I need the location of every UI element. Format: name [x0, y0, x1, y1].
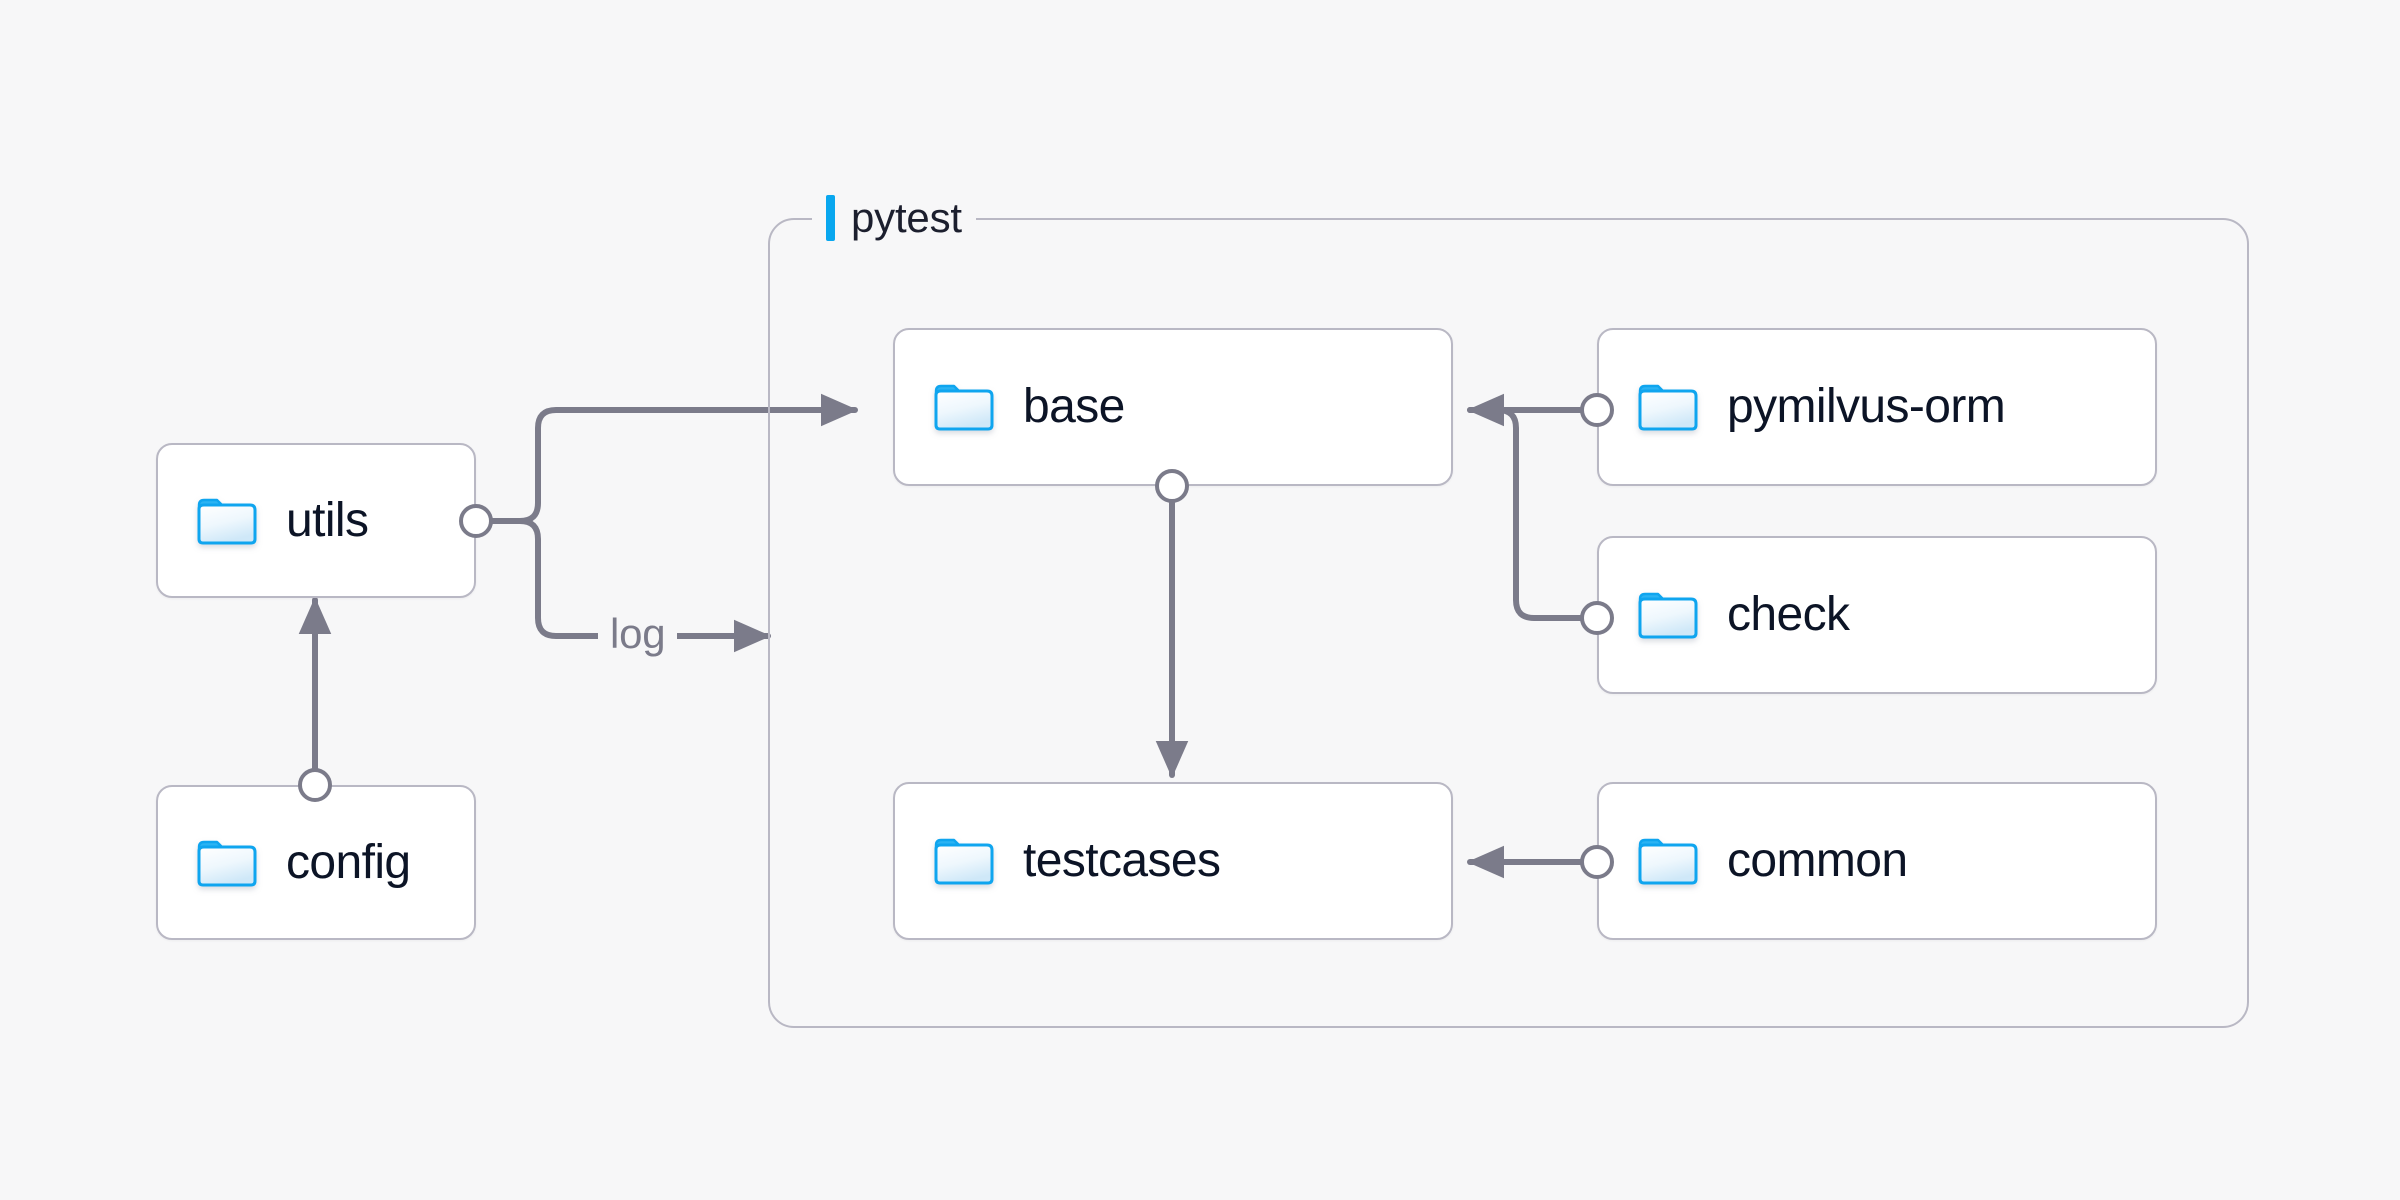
node-label: check [1727, 588, 1850, 641]
group-pytest[interactable] [768, 218, 2249, 1028]
port-utils-right[interactable] [459, 504, 493, 538]
port-config-top[interactable] [298, 768, 332, 802]
folder-icon [197, 840, 257, 886]
group-pytest-label: pytest [812, 190, 976, 246]
node-check[interactable]: check [1597, 536, 2157, 694]
node-pymilvus-orm[interactable]: pymilvus-orm [1597, 328, 2157, 486]
folder-icon [934, 384, 994, 431]
node-label: utils [286, 493, 369, 547]
node-base[interactable]: base [893, 328, 1453, 486]
node-config[interactable]: config [156, 785, 476, 940]
folder-icon [197, 498, 257, 544]
port-common-left[interactable] [1580, 845, 1614, 879]
port-check-left[interactable] [1580, 601, 1614, 635]
group-accent-bar [826, 195, 835, 241]
group-label-text: pytest [851, 194, 962, 241]
node-label: pymilvus-orm [1727, 380, 2006, 433]
node-label: common [1727, 834, 1908, 887]
node-label: base [1023, 380, 1125, 433]
edge-utils-log [489, 518, 771, 653]
port-pymilvusorm-left[interactable] [1580, 393, 1614, 427]
edge-check-base [1467, 407, 1583, 621]
node-common[interactable]: common [1597, 782, 2157, 940]
folder-icon [1638, 384, 1698, 431]
folder-icon [1638, 838, 1698, 885]
node-label: testcases [1023, 834, 1221, 887]
folder-icon [934, 838, 994, 885]
node-label: config [286, 835, 411, 889]
node-testcases[interactable]: testcases [893, 782, 1453, 940]
edge-label-log: log [598, 613, 678, 655]
node-utils[interactable]: utils [156, 443, 476, 598]
port-base-bottom[interactable] [1155, 469, 1189, 503]
folder-icon [1638, 592, 1698, 639]
